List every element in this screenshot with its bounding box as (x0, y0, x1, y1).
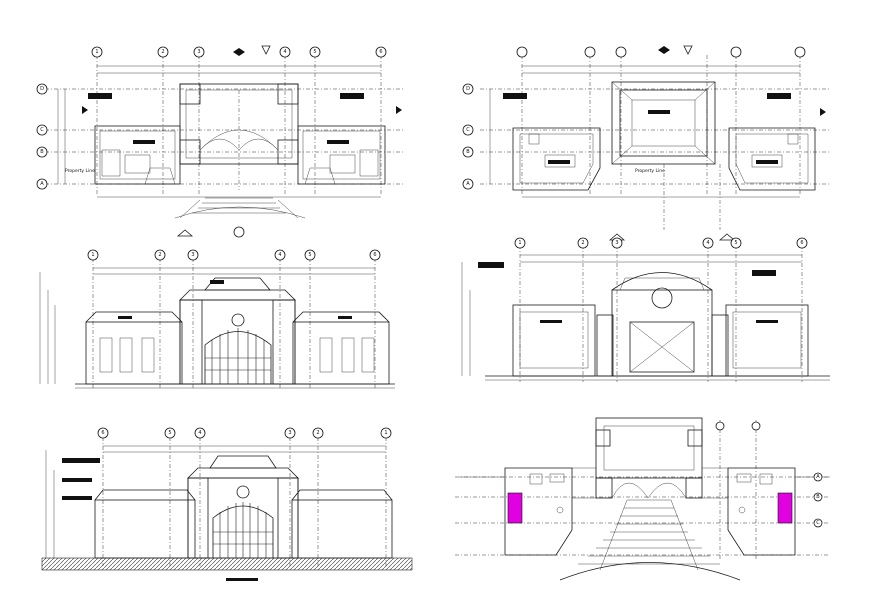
tile-fill-right (777, 492, 793, 524)
grid-bubbles-roof-top (516, 46, 806, 58)
grid-bubbles-rear-elev: 6 5 4 3 2 1 (97, 427, 392, 439)
grid-label: 4 (706, 240, 709, 246)
grid-label: 3 (197, 49, 200, 55)
property-line-label-2: Property Line (635, 168, 665, 174)
toilet-plan (455, 417, 830, 581)
grid-label: 2 (581, 240, 584, 246)
grid-label: 6 (379, 49, 382, 55)
grid-label: C (40, 127, 44, 133)
grid-label: 4 (283, 49, 286, 55)
grid-label: 1 (518, 240, 521, 246)
grid-label: 2 (158, 252, 161, 258)
grid-label: 2 (161, 49, 164, 55)
grid-label: 1 (95, 49, 98, 55)
grid-label: 5 (168, 430, 171, 436)
grid-label: 4 (278, 252, 281, 258)
grid-bubbles-side-elev: 1 2 3 4 5 6 (514, 237, 808, 249)
grid-label: D (466, 86, 470, 92)
grid-bubbles-roof-side: D C B A (462, 83, 474, 190)
grid-label: 3 (288, 430, 291, 436)
grid-label: 5 (308, 252, 311, 258)
grid-label: 6 (800, 240, 803, 246)
grid-label: B (40, 149, 44, 155)
grid-label: A (466, 181, 470, 187)
grid-label: 1 (384, 430, 387, 436)
grid-label: 3 (191, 252, 194, 258)
grid-label: 5 (734, 240, 737, 246)
grid-label: 4 (198, 430, 201, 436)
rear-elevation (41, 437, 413, 581)
grid-label: A (816, 474, 820, 480)
grid-label: B (816, 494, 820, 500)
grid-bubbles-plan-side: D C B A (36, 83, 48, 190)
grid-label: 6 (373, 252, 376, 258)
grid-label: 2 (316, 430, 319, 436)
grid-label: 5 (313, 49, 316, 55)
grid-bubbles-toilet-plan: A B C (715, 421, 823, 528)
roof-plan: Property Line (480, 45, 830, 230)
grid-label: D (40, 86, 44, 92)
grid-bubbles-front-elev: 1 2 3 4 5 6 (87, 249, 381, 261)
grid-label: 1 (91, 252, 94, 258)
grid-bubbles-plan-top: 1 2 3 4 5 6 (91, 46, 387, 58)
side-elevation (461, 233, 830, 382)
grid-label: 3 (615, 240, 618, 246)
grid-label: B (466, 149, 470, 155)
grid-label: 6 (101, 430, 104, 436)
property-line-label-1: Property Line (65, 168, 95, 174)
tile-fill-left (507, 492, 523, 524)
front-elevation (39, 258, 395, 390)
grid-label: C (816, 520, 820, 526)
grid-label: A (40, 181, 44, 187)
ground-floor-plan: Property Line (45, 45, 405, 238)
grid-label: C (466, 127, 470, 133)
